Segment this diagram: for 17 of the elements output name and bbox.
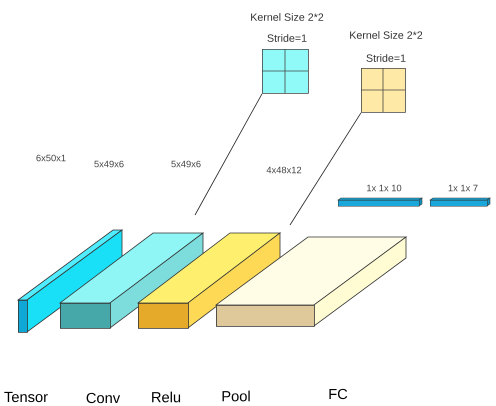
kernel-label: Stride=1 (267, 34, 306, 42)
dimension-label: 1x 1x 7 (448, 184, 478, 192)
dimension-label: 1x 1x 10 (367, 184, 402, 192)
layer-label: Relu (152, 392, 180, 402)
leader-line (194, 93, 262, 216)
kernel-label: Stride=1 (366, 54, 406, 62)
layer-label: FC (329, 388, 348, 400)
dimension-label: 4x48x12 (266, 166, 302, 174)
layer-label: Conv (86, 392, 120, 404)
kernel-label: Kernel Size 2*2 (350, 31, 422, 39)
dimension-label: 5x49x6 (171, 160, 201, 168)
layer-label: Tensor (4, 392, 48, 402)
dimension-label: 6x50x1 (36, 154, 66, 162)
dimension-label: 5x49x6 (94, 160, 124, 168)
leader-line (290, 112, 362, 226)
kernel-label: Kernel Size 2*2 (251, 13, 324, 21)
layer-label: Pool (222, 390, 250, 402)
